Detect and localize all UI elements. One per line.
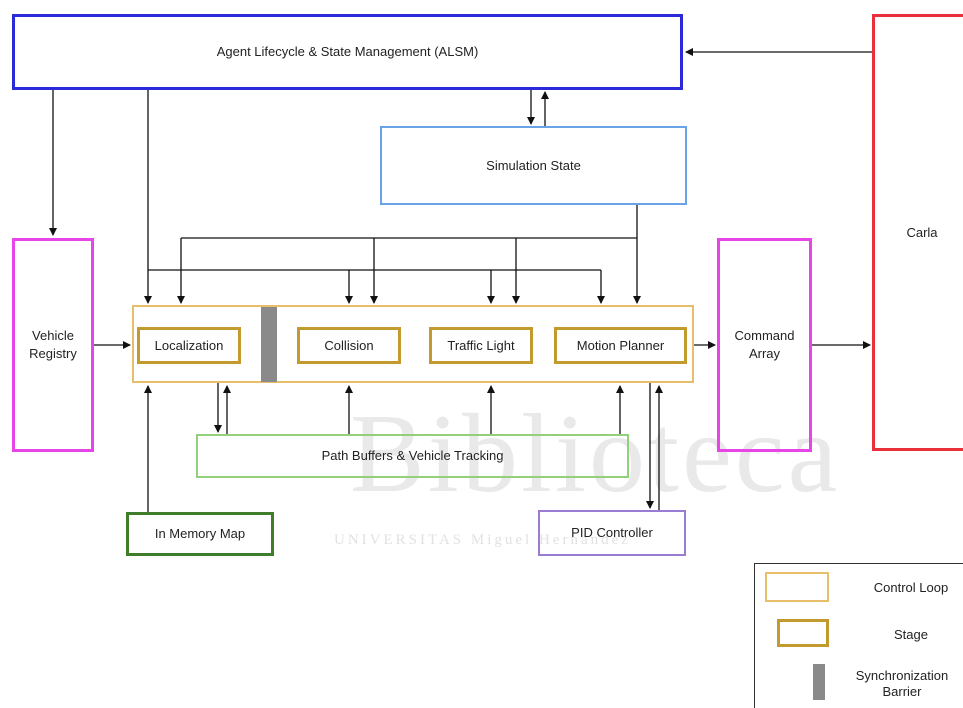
library-watermark: Biblioteca (350, 392, 841, 516)
carla-label: Carla (906, 224, 938, 240)
simulation-state-box: Simulation State (380, 126, 687, 205)
legend-barrier-label: Synchronization Barrier (855, 668, 949, 700)
traffic-light-label: Traffic Light (447, 337, 515, 353)
legend-stage-swatch (777, 619, 829, 647)
legend-barrier-swatch (813, 664, 825, 700)
pid-controller-label: PID Controller (571, 525, 653, 541)
alsm-box: Agent Lifecycle & State Management (ALSM… (12, 14, 683, 90)
path-buffers-label: Path Buffers & Vehicle Tracking (321, 448, 504, 464)
simulation-state-label: Simulation State (486, 157, 581, 173)
legend-control-loop-label: Control Loop (873, 580, 949, 595)
collision-label: Collision (324, 337, 374, 353)
alsm-label: Agent Lifecycle & State Management (ALSM… (216, 44, 479, 60)
synchronization-barrier (261, 307, 277, 382)
command-array-label: Command Array (734, 328, 795, 361)
control-loop-box (132, 305, 694, 383)
in-memory-map-label: In Memory Map (154, 526, 246, 542)
localization-stage: Localization (137, 327, 241, 364)
traffic-light-stage: Traffic Light (429, 327, 533, 364)
carla-box: Carla (872, 14, 963, 451)
legend-control-loop-swatch (765, 572, 829, 602)
legend: Control Loop Stage Synchronization Barri… (754, 563, 963, 708)
motion-planner-label: Motion Planner (576, 337, 665, 353)
library-watermark-subline: UNIVERSITAS Miguel Hernández (334, 532, 631, 548)
vehicle-registry-box: Vehicle Registry (12, 238, 94, 452)
vehicle-registry-label: Vehicle Registry (29, 328, 77, 361)
legend-stage-label: Stage (894, 627, 928, 642)
motion-planner-stage: Motion Planner (554, 327, 687, 364)
command-array-box: Command Array (717, 238, 812, 452)
pid-controller-box: PID Controller (538, 510, 686, 556)
in-memory-map-box: In Memory Map (126, 512, 274, 556)
collision-stage: Collision (297, 327, 401, 364)
localization-label: Localization (154, 337, 224, 353)
path-buffers-box: Path Buffers & Vehicle Tracking (196, 434, 629, 478)
